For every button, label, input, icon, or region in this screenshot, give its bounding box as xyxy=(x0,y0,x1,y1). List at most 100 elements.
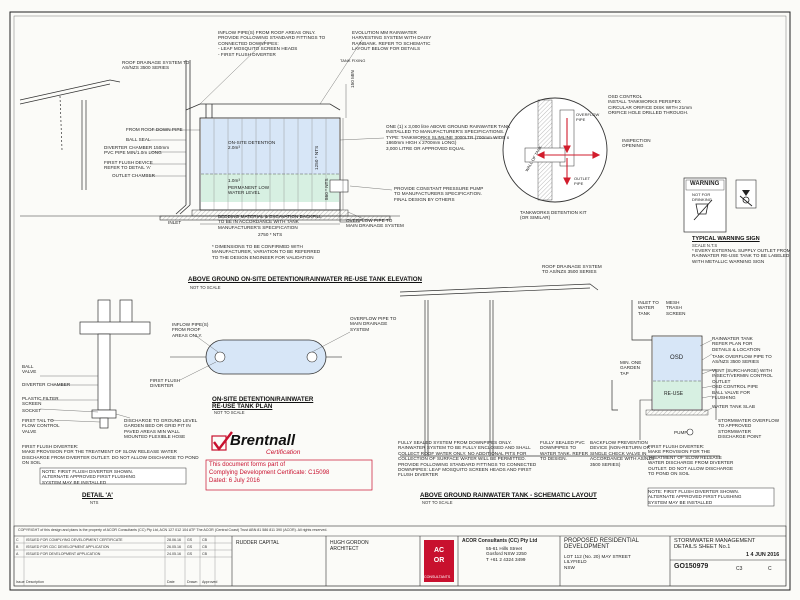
logo-ac: AC xyxy=(434,547,444,554)
revision-header: Drawn xyxy=(187,580,198,584)
detail-socket: SOCKET xyxy=(22,408,42,413)
plan-title: ON-SITE DETENTION/RAINWATER RE-USE TANK … xyxy=(212,396,314,410)
detail-first-flush-note: FIRST FLUSH DIVERTER: MAKE PROVISION FOR… xyxy=(22,444,199,466)
label-inflow-pipes: INFLOW PIPE(S) FROM ROOF AREAS ONLY. PRO… xyxy=(218,30,326,57)
label-inspection: INSPECTION OPENING xyxy=(622,138,651,149)
drawing-title: STORMWATER MANAGEMENT DETAILS SHEET No.1 xyxy=(674,538,756,550)
brentnall-logo-mark xyxy=(211,431,233,452)
revision-header: Approved xyxy=(202,580,218,584)
elevation-title: ABOVE GROUND ON-SITE DETENTION/RAINWATER… xyxy=(188,276,422,283)
revision-header: Description xyxy=(26,580,44,584)
schematic-scale: NOT TO SCALE xyxy=(422,500,453,505)
issue-code: C xyxy=(768,566,772,572)
label-dim-860: 860 * NTS xyxy=(324,178,329,200)
label-overflow: OVERFLOW PIPE TO MAIN DRAINAGE SYSTEM xyxy=(346,218,404,229)
sch-inlet: INLET TO WATER TANK xyxy=(638,300,659,316)
stamp-line1: This document forms part of xyxy=(209,462,286,468)
label-pump: PROVIDE CONSTANT PRESSURE PUMP TO MANUFA… xyxy=(394,186,484,202)
label-evolution: EVOLUTION MM RAINWATER HARVESTING SYSTEM… xyxy=(352,30,432,52)
stamp-line3: Dated: 6 July 2016 xyxy=(209,478,260,484)
label-from-downpipe: FROM ROOF DOWN PIPE xyxy=(126,127,183,132)
label-outlet-chamber: OUTLET CHAMBER xyxy=(112,173,155,178)
detail-a-title: DETAIL 'A' xyxy=(82,492,113,499)
detail-note-box: NOTE: FIRST FLUSH DIVERTER SHOWN. ALTERN… xyxy=(42,469,136,485)
warning-sign-graphic xyxy=(683,177,757,233)
sch-roof-drainage: ROOF DRAINAGE SYSTEM TO AS/NZS 3500 SERI… xyxy=(542,264,602,275)
stamp-brand: Brentnall xyxy=(230,432,296,449)
revision-cell: ISSUED FOR COMPLYING DEVELOPMENT CERTIFI… xyxy=(26,538,123,542)
copyright-note: COPYRIGHT of this design and plans is th… xyxy=(18,528,328,532)
sch-slab: WATER TANK SLAB xyxy=(712,404,755,409)
revision-cell: CB xyxy=(202,545,207,549)
acor-logo: AC OR xyxy=(424,540,454,582)
warning-title: WARNING xyxy=(690,181,720,187)
revision-cell: 26.05.16 xyxy=(167,545,181,549)
label-roof-drainage: ROOF DRAINAGE SYSTEM TO AS/NZS 3500 SERI… xyxy=(122,60,190,71)
revision-header: Date xyxy=(167,580,175,584)
label-osd-control: OSD CONTROL INSTALL TANKWORKS PERSPEX CI… xyxy=(608,94,692,116)
sch-osd: OSD xyxy=(670,355,684,361)
stamp-sub: Certification xyxy=(266,449,301,456)
sch-reuse: RE-USE xyxy=(664,391,684,397)
elevation-pipework xyxy=(175,60,341,215)
revision-cell: CB xyxy=(202,552,207,556)
label-tank-fixing: TANK FIXING xyxy=(340,58,366,63)
label-ball-seal: BALL SEAL xyxy=(126,137,151,142)
warning-note: * EVERY EXTERNAL SUPPLY OUTLET FROM RAIN… xyxy=(692,248,791,264)
sch-pvc: FULLY SEALED PVC DOWNPIPES TO WATER TANK… xyxy=(540,440,589,462)
detail-a-graphic xyxy=(79,299,151,429)
architect-name: HUGH GORDON ARCHITECT xyxy=(330,540,369,552)
schematic-title: ABOVE GROUND RAINWATER TANK - SCHEMATIC … xyxy=(420,492,597,499)
received-stamp: 1 4 JUN 2016 xyxy=(746,552,780,558)
plan-first-flush: FIRST FLUSH DIVERTER xyxy=(150,378,181,389)
detail-ball-valve: BALL VALVE xyxy=(22,364,37,375)
label-inlet: INLET xyxy=(168,220,182,225)
label-overflow-pipe: OVERFLOW PIPE xyxy=(576,112,600,123)
detail-plastic-filter: PLASTIC FILTER SCREEN xyxy=(22,396,59,407)
label-dimensions-note: * DIMENSIONS TO BE CONFIRMED WITH MANUFA… xyxy=(212,244,321,260)
roof-line xyxy=(19,79,121,190)
sheet-number: C3 xyxy=(736,566,743,572)
company-address: 55-61 Hills Street Gosford NSW 2250 T +6… xyxy=(486,546,527,562)
revision-cell: B xyxy=(16,545,19,549)
sch-tank-ref: RAINWATER TANK REFER PLAN FOR DETAILS & … xyxy=(712,336,761,352)
revision-cell: ISSUED FOR DEVELOPMENT APPLICATION xyxy=(26,552,101,556)
project-address: LOT 112 (No. 20) MAY STREET LILYFIELD NS… xyxy=(564,554,631,570)
revision-cell: ISSUED FOR CDC DEVELOPMENT APPLICATION xyxy=(26,545,110,549)
label-dim-150: 150 MIN xyxy=(350,70,355,88)
sch-pump: PUMP xyxy=(674,430,688,435)
sch-stormwater-overflow: STORMWATER OVERFLOW TO APPROVED STORMWAT… xyxy=(718,418,780,440)
sch-tank-overflow: TANK OVERFLOW PIPE TO AS/NZS 3500 SERIES xyxy=(712,354,772,365)
revision-cell: GS xyxy=(187,545,193,549)
label-first-flush-device: FIRST FLUSH DEVICE REFER TO DETAIL 'A' xyxy=(104,160,153,171)
schematic-layout xyxy=(399,283,720,457)
label-detention-kit: TANKWORKS DETENTION KIT (OR SIMILAR) xyxy=(520,210,587,221)
company-name: ACOR Consultants (CC) Pty Ltd xyxy=(462,538,538,544)
project-name: PROPOSED RESIDENTIAL DEVELOPMENT xyxy=(564,538,640,550)
sch-mesh: MESH TRASH SCREEN xyxy=(666,300,686,316)
revision-cell: CB xyxy=(202,538,207,542)
label-diverter-chamber: DIVERTER CHAMBER 150mm PVC PIPE MIN/1.0m… xyxy=(104,145,170,156)
ground-line xyxy=(20,215,400,221)
sch-ball-valve: BALL VALVE FOR FLUSHING xyxy=(712,390,751,401)
warning-sign-title: TYPICAL WARNING SIGN xyxy=(692,236,760,242)
sch-min-garden: MIN. ONE GARDEN TAP xyxy=(620,360,642,376)
label-width-dim: 2750 * NTS xyxy=(258,232,283,237)
label-tank-spec: ONE (1) x 3,000 litre ABOVE GROUND RAINW… xyxy=(386,124,511,151)
sch-first-flush: FIRST FLUSH DIVERTER: MAKE PROVISION FOR… xyxy=(648,444,734,477)
warning-not-drinking: NOT FOR DRINKING xyxy=(692,192,712,203)
client-name: RUDDER CAPITAL xyxy=(236,540,280,546)
sch-backflow: BACKFLOW PREVENTION DEVICE (NON-RETURN O… xyxy=(590,440,655,467)
detail-discharge: DISCHARGE TO GROUND LEVEL GARDEN BED OR … xyxy=(124,418,198,440)
revision-cell: A xyxy=(16,552,19,556)
drawing-number: GO150979 xyxy=(674,563,709,570)
revision-cell: C xyxy=(16,538,19,542)
sch-note-box: NOTE: FIRST FLUSH DIVERTER SHOWN. ALTERN… xyxy=(648,489,742,505)
sch-osd-control: OSD CONTROL PIPE xyxy=(712,384,759,389)
label-permanent-water: PERMANENT LOW WATER LEVEL xyxy=(228,185,270,196)
stamp-line2: Complying Development Certificate: C1509… xyxy=(209,470,330,476)
label-volume: 1.0m³ xyxy=(228,178,240,183)
logo-or: OR xyxy=(434,557,445,564)
